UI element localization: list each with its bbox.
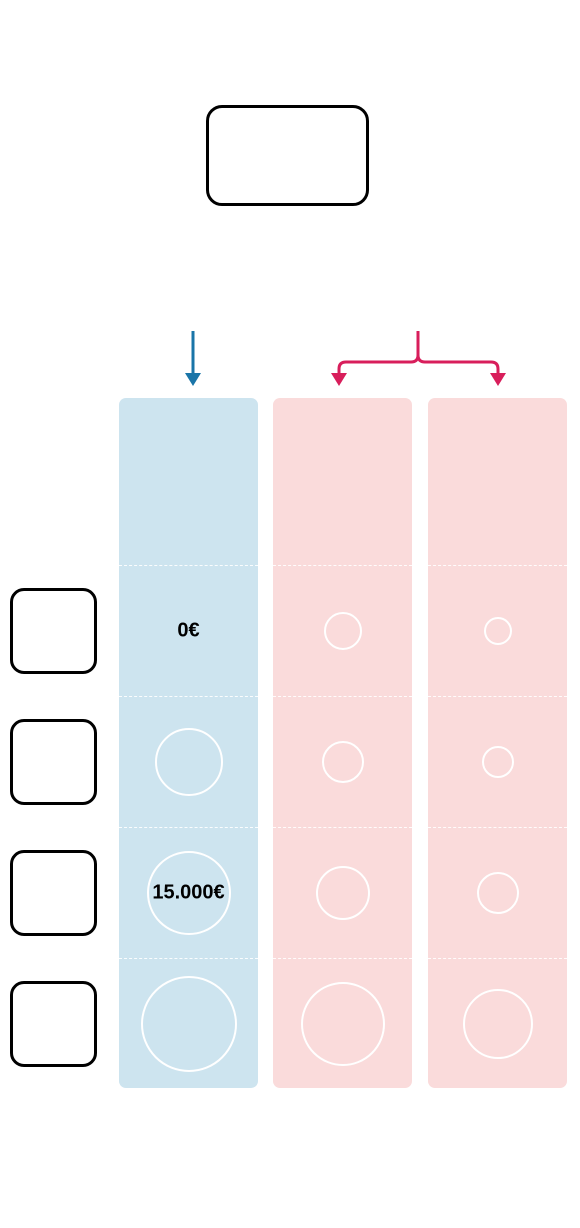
cell-1-4 — [119, 958, 258, 1088]
cell-3-2 — [428, 696, 567, 827]
column-3 — [428, 398, 567, 1088]
cell-1-2 — [119, 696, 258, 827]
pink-split-arrow — [331, 331, 506, 386]
cell-value-label: 15.000€ — [152, 881, 225, 904]
cell-3-4 — [428, 958, 567, 1088]
circle-marker — [300, 982, 385, 1066]
circle-marker — [140, 976, 237, 1072]
row-box-4 — [10, 981, 97, 1067]
circle-marker — [476, 872, 519, 914]
row-box-2 — [10, 719, 97, 805]
cell-3-1 — [428, 565, 567, 696]
cell-3-3 — [428, 827, 567, 958]
circle-marker — [154, 728, 223, 796]
arrows — [185, 331, 506, 386]
circle-marker — [462, 989, 533, 1059]
circle-marker — [321, 741, 364, 783]
column-2 — [273, 398, 412, 1088]
cell-2-3 — [273, 827, 412, 958]
column-1: 0€ 15.000€ — [119, 398, 258, 1088]
circle-marker — [146, 851, 231, 935]
row-box-1 — [10, 588, 97, 674]
row-box-3 — [10, 850, 97, 936]
circle-marker — [315, 866, 370, 920]
cell-value-label: 0€ — [177, 619, 200, 642]
circle-marker — [483, 617, 512, 645]
cell-1-3: 15.000€ — [119, 827, 258, 958]
circle-marker — [323, 612, 362, 650]
cell-2-1 — [273, 565, 412, 696]
title-box — [206, 105, 369, 206]
cell-2-2 — [273, 696, 412, 827]
cell-2-4 — [273, 958, 412, 1088]
cell-1-1: 0€ — [119, 565, 258, 696]
circle-marker — [481, 746, 514, 778]
blue-down-arrow — [185, 331, 201, 386]
